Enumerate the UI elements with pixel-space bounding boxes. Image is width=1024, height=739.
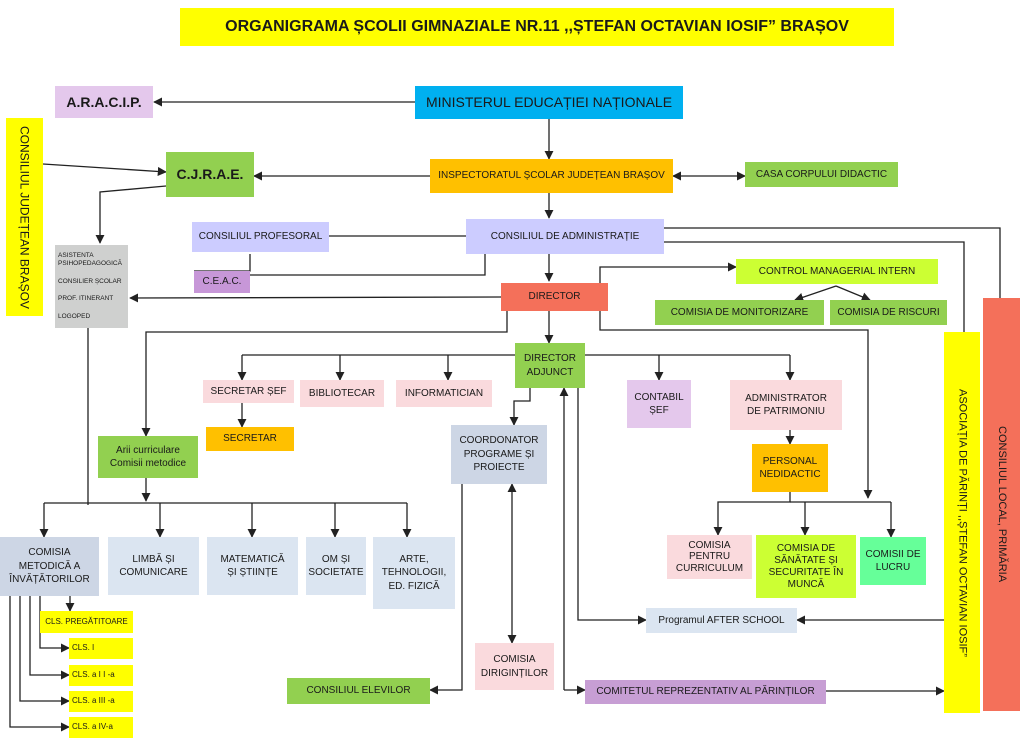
personal-nedidactic-box: PERSONAL NEDIDACTIC [752,444,828,492]
minister-box: MINISTERUL EDUCAȚIEI NAȚIONALE [415,86,683,119]
asistenta-item: ASISTENTA PSIHOPEDAGOGICĂ [58,252,122,267]
consiliul-local-box: CONSILIUL LOCAL, PRIMĂRIA [983,298,1020,711]
informatician-box: INFORMATICIAN [396,380,492,407]
control-managerial-box: CONTROL MANAGERIAL INTERN [736,259,938,284]
ceac-box: C.E.A.C. [194,271,250,293]
bibliotecar-box: BIBLIOTECAR [300,380,384,407]
cls-2-box: CLS. a I I -a [69,665,133,686]
limba-comunicare-box: LIMBĂ ȘI COMUNICARE [108,537,199,595]
ccd-box: CASA CORPULUI DIDACTIC [745,162,898,187]
secretar-sef-box: SECRETAR ȘEF [203,380,294,403]
cls-1-box: CLS. I [69,638,133,659]
comitetul-parintilor-box: COMITETUL REPREZENTATIV AL PĂRINȚILOR [585,680,826,704]
arte-tehnologii-box: ARTE, TEHNOLOGII, ED. FIZICĂ [373,537,455,609]
after-school-box: Programul AFTER SCHOOL [646,608,797,633]
arrow-adjunct-coordonator [509,388,531,426]
line-profesoral-ceac [194,254,251,272]
cls-4-box: CLS. a IV-a [69,717,133,738]
consiliul-elevilor-box: CONSILIUL ELEVILOR [287,678,430,704]
comisia-dirigintilor-box: COMISIA DIRIGINȚILOR [475,643,554,690]
isj-box: INSPECTORATUL ȘCOLAR JUDEȚEAN BRAȘOV [430,159,673,193]
page-title: ORGANIGRAMA ȘCOLII GIMNAZIALE NR.11 ,,ȘT… [180,8,894,46]
om-societate-box: OM ȘI SOCIETATE [306,537,366,595]
cjrae-box: C.J.R.A.E. [166,152,254,197]
consiliul-administratie-box: CONSILIUL DE ADMINISTRAȚIE [466,219,664,254]
asistenta-item: LOGOPED [58,313,91,321]
aracip-box: A.R.A.C.I.P. [55,86,153,118]
director-adjunct-box: DIRECTOR ADJUNCT [515,343,585,388]
line-ca-right1 [664,227,1001,298]
comisia-invatatori-box: COMISIA METODICĂ A ÎNVĂȚĂTORILOR [0,537,99,596]
arrow-coordonator-elevilor [429,484,463,695]
comisia-monitorizare-box: COMISIA DE MONITORIZARE [655,300,824,325]
arrow-control-monitorizare [794,285,837,302]
arrow-cjrae-asistenta [95,185,167,244]
director-box: DIRECTOR [501,283,608,311]
line-ca-ceac [250,254,486,276]
administrator-box: ADMINISTRATOR DE PATRIMONIU [730,380,842,430]
line-ca-right2 [664,241,965,332]
cls-3-box: CLS. a III -a [69,691,133,712]
arii-curriculare-box: Arii curriculare Comisii metodice [98,436,198,478]
arrow-director-comisii [599,311,873,499]
arrow-director-arii [141,311,508,437]
arrow-director-asistenta [129,293,502,303]
comisia-riscuri-box: COMISIA DE RISCURI [830,300,947,325]
arrow-director-control [599,262,737,283]
consiliul-profesoral-box: CONSILIUL PROFESORAL [192,222,329,252]
asistenta-item: CONSILIER ȘCOLAR [58,277,122,285]
cls-pregatitoare-box: CLS. PREGĂTITOARE [40,611,133,633]
contabil-box: CONTABIL ȘEF [627,380,691,428]
comisii-lucru-box: COMISII DE LUCRU [860,537,926,585]
secretar-box: SECRETAR [206,427,294,451]
arrow-control-riscuri [835,285,871,302]
matematica-stiinte-box: MATEMATICĂ ȘI ȘTIINȚE [207,537,298,595]
comisia-curriculum-box: COMISIA PENTRU CURRICULUM [667,535,752,579]
arrow-adjunct-afterschool [577,388,647,625]
consiliul-judetean-box: CONSILIUL JUDEȚEAN BRAȘOV [6,118,43,316]
asociatia-parinti-box: ASOCIAȚIA DE PĂRINȚI ,,ȘTEFAN OCTAVIAN I… [944,332,980,713]
asistenta-item: PROF. ITINERANT [58,295,114,303]
comisia-sanatate-box: COMISIA DE SĂNĂTATE ȘI SECURITATE ÎN MUN… [756,535,856,598]
asistenta-box: ASISTENTA PSIHOPEDAGOGICĂ CONSILIER ȘCOL… [55,245,128,328]
coordonator-box: COORDONATOR PROGRAME ȘI PROIECTE [451,425,547,484]
arrow-judetean-cjrae [42,163,167,177]
